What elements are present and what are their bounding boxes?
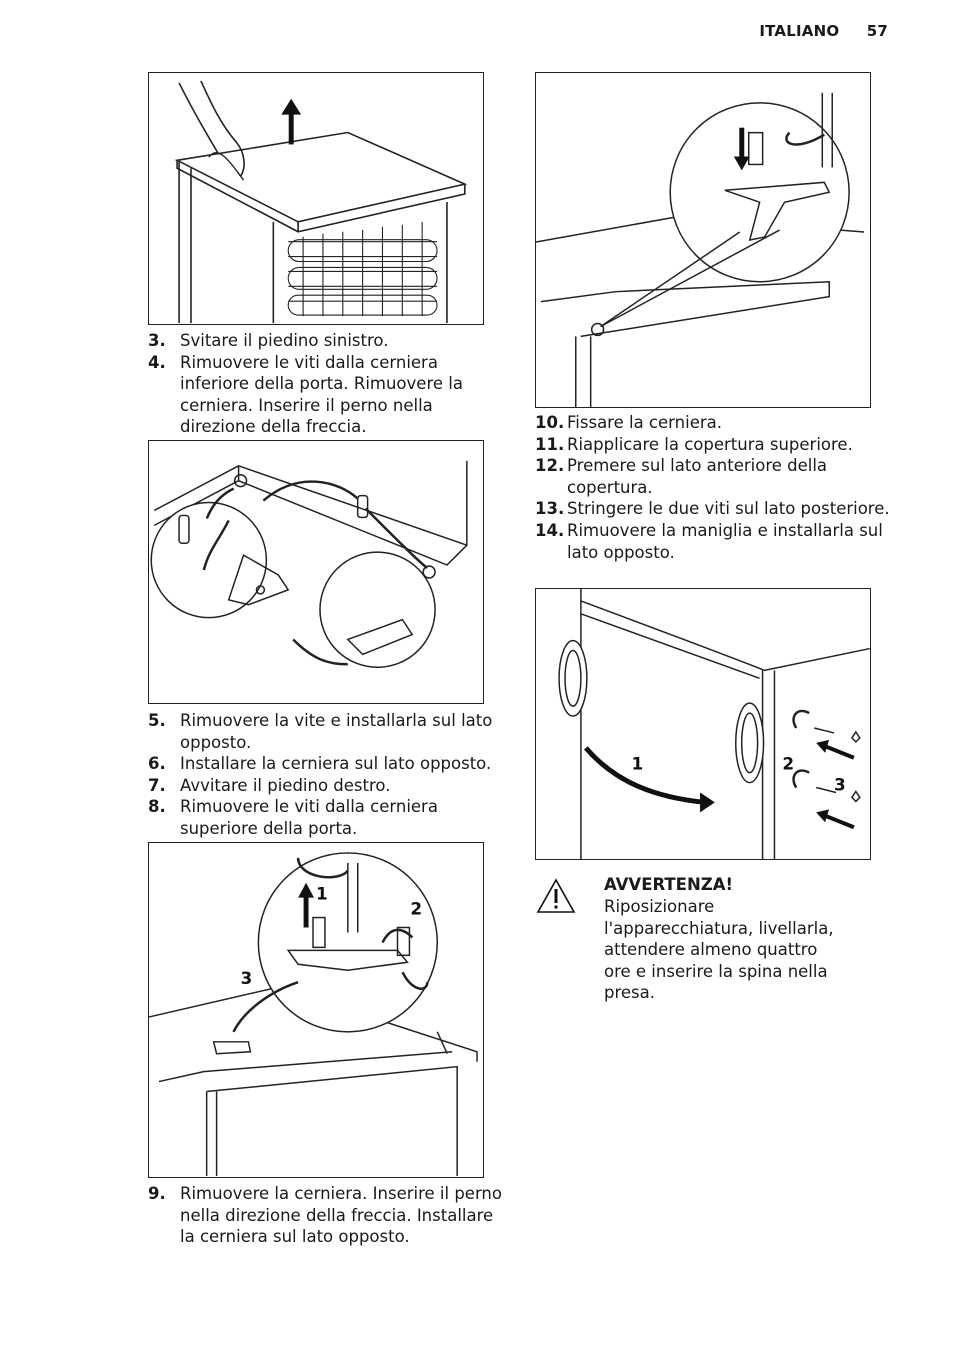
figure-move-handle: 1 2 3: [535, 588, 871, 860]
step-6: 6.Installare la cerniera sul lato oppost…: [148, 754, 492, 774]
warning-icon: [536, 878, 576, 913]
step-12: 12.Premere sul lato anteriore della cope…: [535, 456, 828, 497]
fig5-label-3: 3: [834, 775, 846, 795]
step-13: 13.Stringere le due viti sul lato poster…: [535, 499, 890, 519]
figure-bottom-hinge: [148, 440, 484, 704]
step-8: 8.Rimuovere le viti dalla cerniera super…: [148, 797, 438, 838]
top-cover-illustration: [174, 80, 468, 324]
language-label: ITALIANO: [759, 22, 840, 40]
steps-list-3-4: 3.Svitare il piedino sinistro. 4.Rimuove…: [148, 330, 493, 438]
fig3-label-2: 2: [410, 899, 422, 919]
step-5: 5.Rimuovere la vite e installarla sul la…: [148, 711, 493, 752]
top-hinge-illustration: 1 2 3: [149, 852, 478, 1177]
bottom-hinge-illustration: [150, 460, 468, 669]
figure-remove-top-cover: [148, 72, 484, 325]
figure-top-hinge: 1 2 3: [148, 842, 484, 1178]
warning-title: AVVERTENZA!: [604, 875, 734, 894]
warning-text: Riposizionare l'apparecchiatura, livella…: [604, 897, 834, 1003]
figure-fix-hinge: [535, 72, 871, 408]
step-7: 7.Avvitare il piedino destro.: [148, 775, 391, 795]
fig3-label-3: 3: [240, 968, 252, 988]
step-9: 9.Rimuovere la cerniera. Inserire il per…: [148, 1184, 502, 1247]
step-11: 11.Riapplicare la copertura superiore.: [535, 434, 853, 454]
step-4: 4.Rimuovere le viti dalla cerniera infer…: [148, 352, 463, 437]
fix-hinge-illustration: [536, 92, 865, 407]
move-handle-illustration: 1 2 3: [558, 589, 870, 859]
fig3-label-1: 1: [316, 884, 328, 904]
steps-list-5-8: 5.Rimuovere la vite e installarla sul la…: [148, 710, 508, 840]
fig5-label-1: 1: [632, 754, 644, 774]
page-header: ITALIANO 57: [759, 22, 888, 40]
step-14: 14.Rimuovere la maniglia e installarla s…: [535, 520, 883, 562]
fig5-label-2: 2: [782, 754, 794, 774]
page-number: 57: [866, 22, 888, 40]
step-10: 10.Fissare la cerniera.: [535, 413, 722, 432]
steps-list-9: 9.Rimuovere la cerniera. Inserire il per…: [148, 1183, 508, 1248]
step-3: 3.Svitare il piedino sinistro.: [148, 331, 389, 350]
steps-list-10-14: 10.Fissare la cerniera. 11.Riapplicare l…: [535, 412, 895, 563]
